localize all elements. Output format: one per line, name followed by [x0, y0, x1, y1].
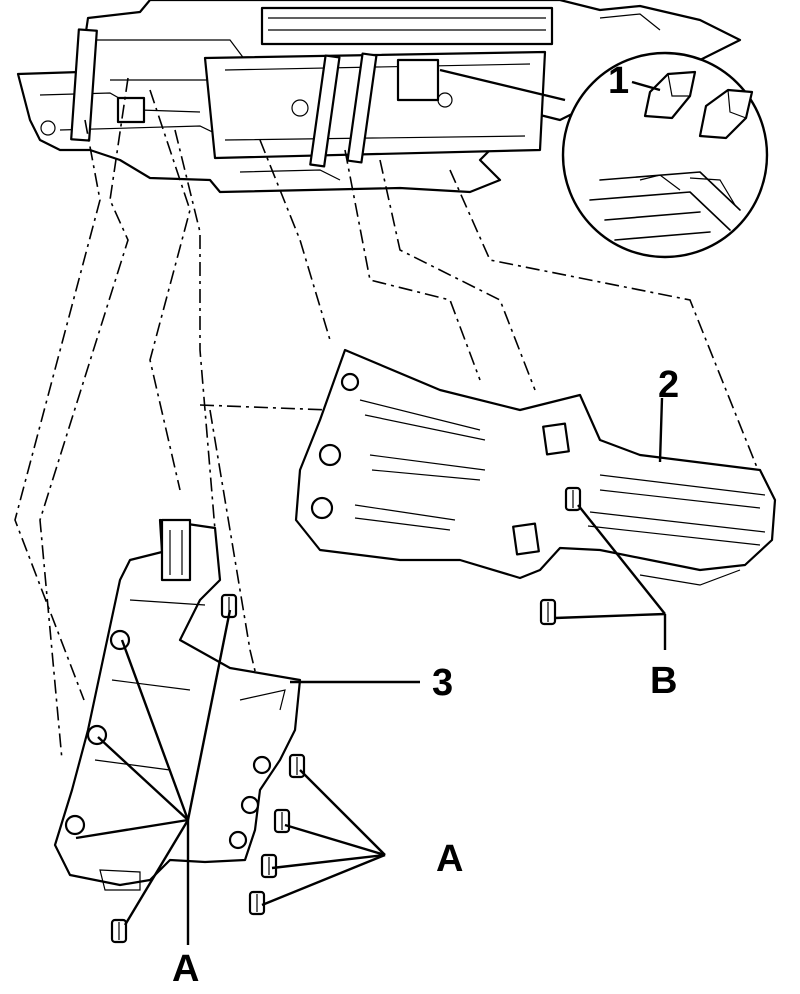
side-panel-3 — [53, 518, 302, 891]
screw-b-2 — [539, 598, 557, 626]
vehicle-underbody — [16, 0, 742, 194]
screw-a-4 — [260, 853, 278, 879]
callout-1: 1 — [608, 60, 630, 102]
screw-a-5 — [248, 890, 266, 916]
screws-b — [539, 486, 582, 626]
callout-b: B — [650, 660, 678, 702]
projection-lines — [14, 77, 771, 761]
detail-magnifier — [561, 51, 769, 259]
screw-a-2 — [288, 753, 306, 779]
callout-2: 2 — [658, 364, 680, 406]
screw-a-3 — [273, 808, 291, 834]
screw-b-1 — [564, 486, 582, 512]
callout-a-right: A — [436, 838, 464, 880]
callout-3: 3 — [432, 662, 454, 704]
callout-a-bottom: A — [172, 948, 200, 990]
underbody-panel-2 — [294, 348, 777, 586]
leader-lines — [75, 80, 667, 945]
screw-a-6 — [110, 918, 128, 944]
